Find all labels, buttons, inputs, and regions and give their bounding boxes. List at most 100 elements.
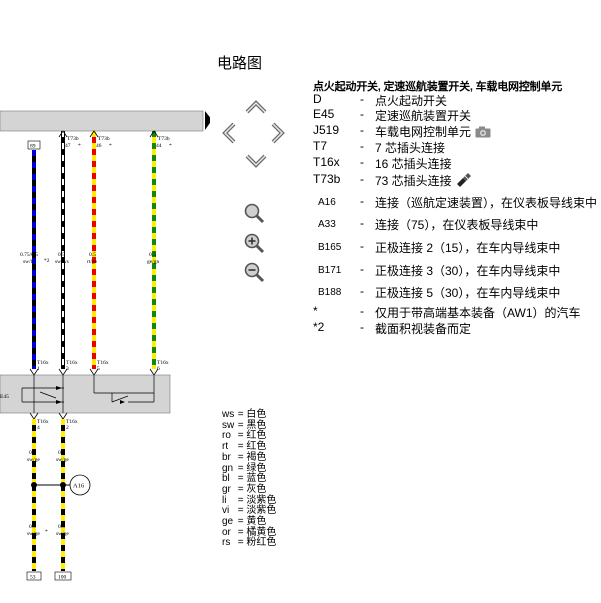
color-code: br	[222, 451, 231, 463]
legend-desc-text: 正极连接 3（30），在车内导线束中	[375, 264, 561, 278]
wire-spec-note: *2	[44, 258, 50, 264]
legend-desc: 截面积视装备而定	[375, 320, 471, 337]
color-key-row: or = 橘黄色	[222, 526, 277, 539]
t16x-label-pin: 2	[66, 425, 69, 431]
color-key-row: rt = 红色	[222, 441, 276, 453]
color-key-row: ge = 黄色	[222, 516, 276, 528]
wire-spec-size: 0.5	[58, 450, 65, 456]
legend-code: T16x	[313, 155, 340, 169]
color-name: 白色	[246, 409, 267, 420]
color-code: rs	[222, 537, 231, 549]
wire-label-pin: 44	[156, 143, 162, 149]
legend-dash: -	[360, 262, 364, 276]
legend-dash: -	[360, 155, 364, 169]
legend-dash: -	[360, 216, 364, 230]
color-code: li	[222, 494, 227, 506]
legend-desc: 点火起动开关	[375, 92, 447, 109]
wire-spec-color: sw/ws	[55, 259, 69, 265]
wire-spec-size: 0.5	[89, 252, 96, 258]
color-eq: =	[235, 483, 247, 495]
color-code: gn	[222, 462, 234, 474]
legend-desc-text: 仅用于带高端基本装备（AW1）的汽车	[375, 306, 581, 320]
legend-code: B171	[318, 265, 342, 276]
zoom-in-icon[interactable]	[242, 231, 266, 255]
wire-label-star: *	[109, 143, 112, 149]
color-eq: =	[235, 462, 247, 474]
chevron-right-icon[interactable]	[264, 120, 290, 146]
color-code: gr	[222, 483, 231, 495]
legend-desc-text: 截面积视装备而定	[375, 322, 472, 336]
color-name: 橘黄色	[246, 526, 277, 538]
t16x-label-conn: T16x	[157, 360, 169, 366]
wire-label-pin: 46	[96, 143, 102, 149]
ground-label-100: 100	[58, 575, 67, 581]
chevron-up-icon[interactable]	[243, 95, 269, 121]
t16x-label-pin: 6	[157, 366, 160, 372]
legend-desc: 正极连接 3（30），在车内导线束中	[375, 262, 560, 279]
color-eq: =	[235, 494, 247, 506]
legend-code: J519	[313, 123, 340, 137]
color-key-row: sw = 黑色	[222, 419, 276, 432]
legend-desc: 73 芯插头连接	[375, 172, 472, 190]
wire-label-conn: T73b	[67, 136, 79, 142]
wire-label-pin: 47	[65, 143, 71, 149]
legend-desc: 车载电网控制单元	[375, 123, 491, 141]
color-eq: =	[235, 430, 247, 442]
wire-spec-size: 0.5	[58, 252, 65, 258]
chevron-down-icon[interactable]	[243, 147, 269, 173]
legend-desc: 正极连接 2（15），在车内导线束中	[375, 239, 560, 256]
legend-code: A16	[318, 197, 336, 208]
wire-spec-note: *	[45, 529, 48, 535]
color-code: ws	[222, 409, 235, 420]
legend-desc-text: 16 芯插头连接	[375, 157, 452, 171]
wire-label-star: *	[169, 143, 172, 149]
wire-spec-color: sw/ge	[27, 531, 40, 537]
color-code: sw	[222, 419, 235, 431]
legend-dash: -	[360, 284, 364, 298]
color-eq: =	[235, 505, 247, 517]
legend-desc-text: 7 芯插头连接	[375, 141, 446, 155]
color-eq: =	[235, 451, 247, 463]
connector-label-a16: A16	[73, 483, 85, 490]
legend-dash: -	[360, 304, 364, 318]
t16x-label-conn: T16x	[97, 360, 109, 366]
legend-desc-text: 点火起动开关	[375, 94, 448, 108]
wire-spec-color: sw/ge	[27, 457, 40, 463]
legend-desc: 7 芯插头连接	[375, 139, 445, 156]
color-code: ge	[222, 516, 234, 528]
chevron-left-icon[interactable]	[217, 120, 243, 146]
legend-desc: 连接（75），在仪表板导线束中	[375, 216, 538, 233]
magnifier-icon[interactable]	[242, 201, 266, 225]
color-key-row: br = 褐色	[222, 451, 276, 464]
legend-dash: -	[360, 320, 364, 334]
wiring-diagram[interactable]: 89 T73b 47 * T73b 46 * T73b 44 * 0.75/0.…	[0, 0, 210, 603]
color-code: or	[222, 526, 231, 538]
zoom-out-icon[interactable]	[242, 260, 266, 284]
wire-spec-color: sw/ge	[56, 457, 69, 463]
color-name: 红色	[246, 430, 267, 442]
color-eq: =	[235, 409, 247, 420]
color-eq: =	[235, 526, 247, 538]
color-name: 淡紫色	[246, 494, 277, 506]
control-unit-block	[0, 110, 204, 132]
color-eq: =	[235, 516, 247, 528]
connector-icon[interactable]	[456, 173, 472, 190]
wire-label-star: *	[78, 143, 81, 149]
legend-code: D	[313, 92, 322, 106]
color-name: 褐色	[246, 451, 267, 463]
color-name: 黄色	[246, 516, 267, 528]
legend-code: A33	[318, 219, 336, 230]
color-name: 灰色	[246, 483, 267, 495]
collapse-arrow-icon	[205, 111, 210, 130]
wire-spec-size: 0.5	[58, 524, 65, 530]
color-eq: =	[235, 441, 247, 453]
legend-desc-text: 车载电网控制单元	[375, 125, 472, 139]
camera-icon[interactable]	[475, 126, 491, 141]
color-key-row: gn = 绿色	[222, 462, 276, 475]
color-name: 红色	[246, 441, 267, 453]
legend-code: E45	[313, 107, 335, 121]
wire-label-conn: T73b	[158, 136, 170, 142]
color-name: 粉红色	[246, 537, 277, 549]
legend-desc-text: 73 芯插头连接	[375, 174, 452, 188]
